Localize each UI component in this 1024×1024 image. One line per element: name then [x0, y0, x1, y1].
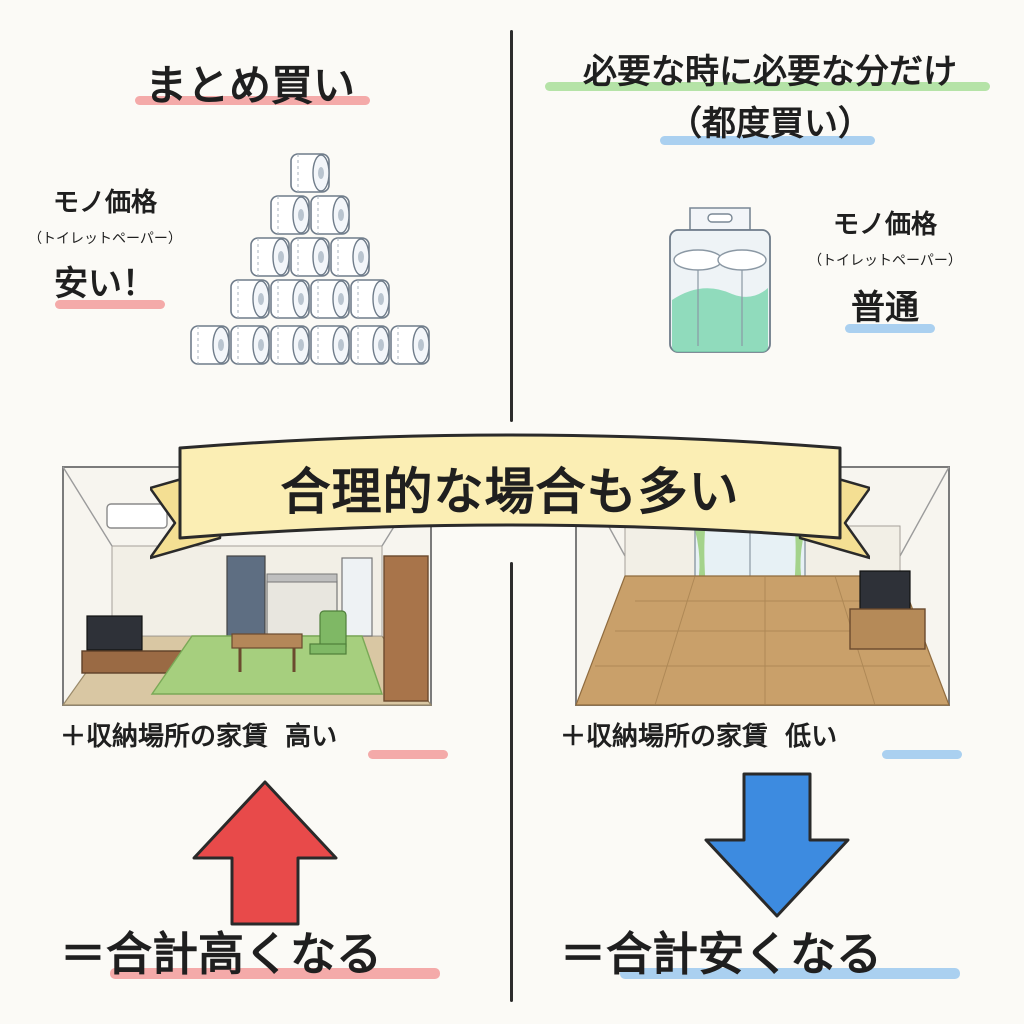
left-result: ＝合計高くなる	[60, 927, 382, 981]
left-rent-highlight	[368, 750, 448, 759]
right-title-highlight-2	[660, 136, 875, 145]
left-price-highlight	[55, 300, 165, 309]
left-rent-prefix: ＋収納場所の家賃	[60, 722, 269, 752]
left-rent-value: 高い	[285, 722, 338, 752]
right-price-highlight	[845, 324, 935, 333]
right-rent-highlight	[882, 750, 962, 759]
arrow-down-icon	[704, 772, 850, 918]
banner-text: 合理的な場合も多い	[280, 463, 740, 521]
left-title: まとめ買い	[144, 61, 355, 110]
right-title-highlight-1	[545, 82, 990, 91]
right-title-line2: （都度買い）	[668, 104, 872, 144]
left-rent-line: ＋収納場所の家賃 高い	[60, 716, 460, 753]
right-title-line1: 必要な時に必要な分だけ	[583, 52, 957, 92]
right-rent-prefix: ＋収納場所の家賃	[560, 722, 769, 752]
center-divider-bottom	[510, 562, 513, 1002]
right-result-highlight	[620, 968, 960, 979]
right-rent-value: 低い	[785, 722, 838, 752]
right-result: ＝合計安くなる	[560, 927, 882, 981]
furnished-room-icon	[62, 466, 432, 706]
right-price-value: 普通	[851, 288, 919, 328]
pyramid-row-5	[190, 325, 430, 365]
left-result-highlight	[110, 968, 440, 979]
toilet-paper-pyramid-icon	[190, 153, 430, 365]
left-title-highlight	[135, 96, 370, 105]
left-price-sub: （トイレットペーパー）	[28, 231, 182, 247]
pyramid-row-4	[230, 279, 390, 319]
right-price-label: モノ価格	[832, 210, 937, 240]
right-price-sub: （トイレットペーパー）	[808, 253, 962, 269]
banner-ribbon	[150, 433, 870, 560]
toilet-paper-pack-icon	[669, 207, 771, 353]
pyramid-row-1	[290, 153, 330, 193]
center-divider-top	[510, 30, 513, 422]
left-price-value: 安い！	[54, 264, 156, 304]
right-rent-line: ＋収納場所の家賃 低い	[560, 716, 980, 753]
pyramid-row-3	[250, 237, 370, 277]
pyramid-row-2	[270, 195, 350, 235]
arrow-up-icon	[192, 780, 338, 926]
left-price-label: モノ価格	[52, 188, 157, 218]
